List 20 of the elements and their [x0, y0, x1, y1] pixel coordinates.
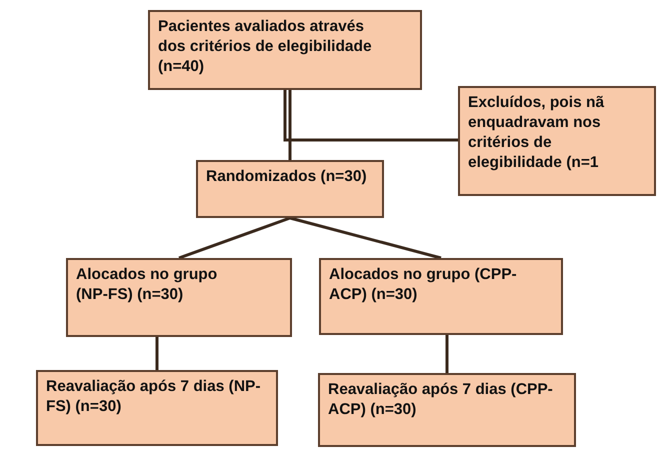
process-box: [458, 86, 656, 196]
connector-line: [178, 216, 290, 260]
connector-line: [446, 335, 448, 373]
process-box: [66, 258, 292, 337]
box-text: Reavaliação após 7 dias (NP-FS) (n=30): [46, 377, 262, 417]
box-text: Excluídos, pois nã enquadravam nos critérios de elegibilidade (n=1: [468, 93, 606, 173]
connector-line: [284, 90, 458, 142]
process-box: [36, 370, 278, 446]
process-box: [319, 258, 563, 335]
box-text: Reavaliação após 7 dias (CPP-ACP) (n=30): [328, 380, 554, 420]
process-box: [148, 10, 422, 90]
box-text: Pacientes avaliados através dos critérios de elegibilidade (n=40): [158, 17, 373, 77]
box-text: Alocados no grupo (CPP-ACP) (n=30): [329, 265, 518, 305]
connector-line: [290, 216, 442, 260]
box-text: Randomizados (n=30): [206, 167, 368, 187]
process-box: [318, 373, 576, 447]
connector-line: [156, 337, 158, 370]
process-box: [196, 160, 384, 218]
box-text: Alocados no grupo (NP-FS) (n=30): [76, 265, 218, 305]
connector-line: [288, 90, 292, 160]
